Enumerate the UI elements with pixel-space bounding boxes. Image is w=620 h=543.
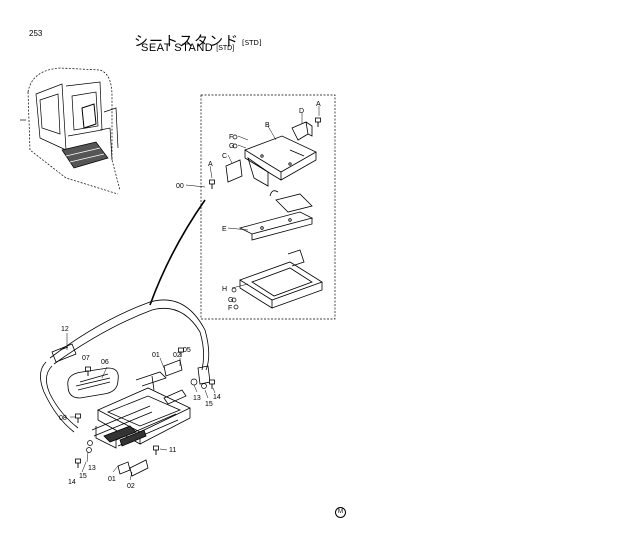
label-01-top: 01: [152, 352, 160, 359]
main-leaders: [66, 333, 216, 481]
page-number: 253: [29, 29, 43, 38]
label-02-top: 02: [173, 352, 181, 359]
label-13-right: 13: [193, 395, 201, 402]
label-e: E: [222, 226, 227, 233]
detail-parts: [225, 121, 323, 309]
label-14-left: 14: [68, 479, 76, 486]
label-01-bottom: 01: [108, 476, 116, 483]
label-f-bottom: F: [228, 305, 232, 312]
label-g-bottom: G: [228, 297, 233, 304]
detail-leaders: [209, 106, 320, 289]
label-h: H: [222, 286, 227, 293]
label-b: B: [265, 122, 270, 129]
detail-fasteners: [209, 117, 321, 310]
label-g-top: G: [229, 143, 234, 150]
main-assembly: [40, 299, 211, 477]
label-c: C: [222, 153, 227, 160]
label-11: 11: [169, 447, 176, 454]
main-labels: 12 07 06 01 02 05 13 14 15 08 11 13 15 1…: [59, 326, 221, 490]
label-15-left: 15: [79, 473, 87, 480]
title-english: SEAT STAND[STD]: [141, 42, 234, 54]
cab-illustration: [20, 67, 121, 195]
detail-callout-line: [149, 199, 206, 306]
title-english-text: SEAT STAND: [141, 42, 214, 54]
callout-leader: [185, 184, 206, 188]
title-japanese-text: シートスタンド: [134, 34, 239, 50]
variant-tag-en: [STD]: [216, 45, 235, 52]
label-06: 06: [101, 359, 109, 366]
variant-tag-jp: [STD]: [242, 39, 262, 47]
main-fasteners: [75, 347, 215, 469]
label-d: D: [299, 108, 304, 115]
label-02-bottom: 02: [127, 483, 135, 490]
detail-labels: A B C D A F G E H G F 00: [176, 101, 321, 312]
label-a-left: A: [208, 161, 213, 168]
label-13-left: 13: [88, 465, 96, 472]
label-15-right: 15: [205, 401, 213, 408]
label-08: 08: [59, 415, 67, 422]
label-callout-00: 00: [176, 183, 184, 190]
title-japanese: シートスタンド[STD]: [134, 31, 262, 51]
label-a-top: A: [316, 101, 321, 108]
catalog-mark: M: [335, 507, 346, 518]
label-f-top: F: [229, 134, 233, 141]
label-14-right: 14: [213, 394, 221, 401]
label-12: 12: [61, 326, 69, 333]
label-05: 05: [183, 347, 191, 354]
label-07: 07: [82, 355, 90, 362]
